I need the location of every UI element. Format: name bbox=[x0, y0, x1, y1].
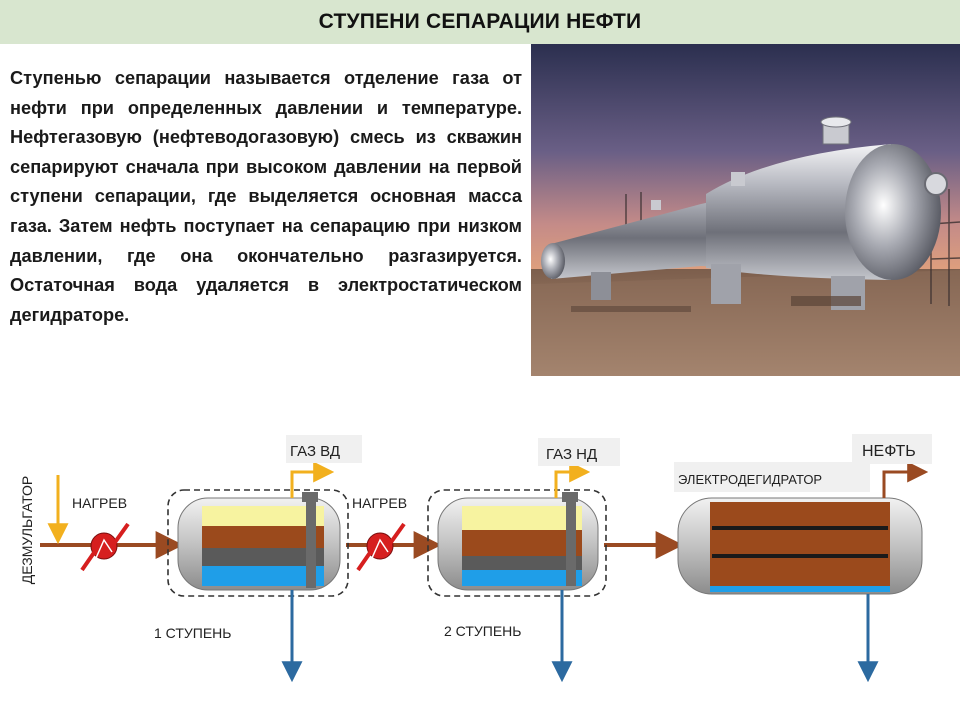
electrodehydrator-vessel bbox=[677, 497, 923, 595]
electrodehydrator-label: ЭЛЕКТРОДЕГИДРАТОР bbox=[678, 472, 822, 487]
intro-paragraph: Ступенью сепарации называется отделение … bbox=[10, 68, 522, 325]
separator-photo bbox=[531, 44, 960, 376]
gas-lp-line bbox=[554, 461, 591, 498]
stage-2-label: 2 СТУПЕНЬ bbox=[444, 623, 521, 639]
stage-1-frame bbox=[167, 489, 349, 597]
stage-2-frame bbox=[427, 489, 607, 597]
gas-lp-label: ГАЗ НД bbox=[546, 446, 597, 463]
gas-hp-label: ГАЗ ВД bbox=[290, 443, 340, 460]
separator-vessel-2 bbox=[437, 492, 599, 591]
separator-vessel-1 bbox=[177, 492, 341, 591]
page-title: СТУПЕНИ СЕПАРАЦИИ НЕФТИ bbox=[318, 10, 642, 33]
heater-2 bbox=[356, 522, 406, 572]
oil-label: НЕФТЬ bbox=[862, 443, 916, 460]
heating-label-2: НАГРЕВ bbox=[352, 495, 407, 511]
demulsifier-label: ДЕЗМУЛЬГАТОР bbox=[19, 476, 35, 584]
separation-flow-diagram: ДЕЗМУЛЬГАТОР НАГРЕВ НАГРЕВ ГАЗ ВД 1 СТУП… bbox=[5, 380, 955, 683]
title-bar: СТУПЕНИ СЕПАРАЦИИ НЕФТИ bbox=[0, 0, 960, 44]
heater-1 bbox=[80, 522, 130, 572]
oil-outlet-line bbox=[882, 461, 929, 498]
stage-1-label: 1 СТУПЕНЬ bbox=[154, 625, 231, 641]
gas-hp-line bbox=[290, 461, 335, 498]
heating-label-1: НАГРЕВ bbox=[72, 495, 127, 511]
